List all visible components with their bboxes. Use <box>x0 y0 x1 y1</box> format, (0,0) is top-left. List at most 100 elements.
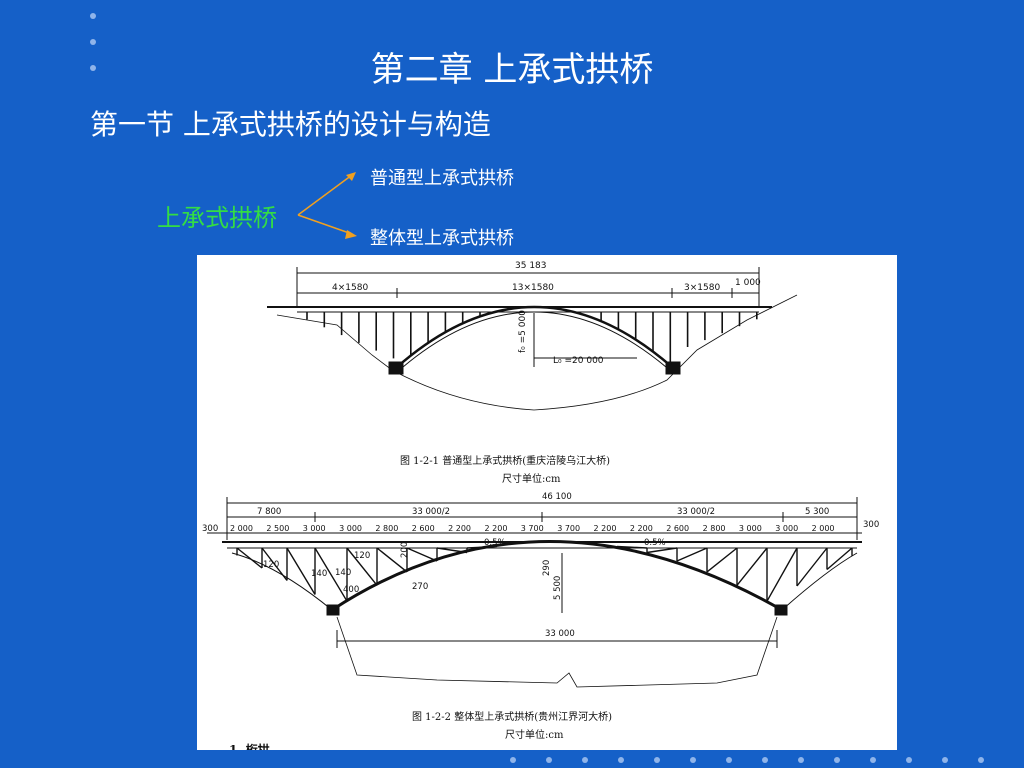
branch-label-integral: 整体型上承式拱桥 <box>370 228 514 249</box>
dim-total-label: 46 100 <box>542 492 572 502</box>
member-label: 140 <box>311 569 327 579</box>
decor-dot <box>90 39 96 45</box>
decor-dot <box>690 757 696 763</box>
panel-dim-label: 2 600 <box>412 524 435 533</box>
decor-dot <box>546 757 552 763</box>
decor-dot <box>798 757 804 763</box>
panel-dim-label: 3 000 <box>339 524 362 533</box>
figure2-panel-labels: 2 000 2 500 3 000 3 000 2 800 2 600 2 200 2 200… <box>230 524 835 533</box>
truss-diagonal <box>796 547 828 587</box>
decor-dot <box>510 757 516 763</box>
truss-lower-chord <box>231 552 858 611</box>
figure2-unit: 尺寸单位:cm <box>505 730 564 741</box>
abutment-right <box>774 604 788 616</box>
dim-middle-label: 13×1580 <box>512 283 554 293</box>
abutment-left <box>326 604 340 616</box>
dim-left-end-label: 7 800 <box>257 507 281 517</box>
branch-root-label: 上承式拱桥 <box>157 204 277 232</box>
panel-dim-label: 2 200 <box>485 524 508 533</box>
dim-right-end-label: 5 300 <box>805 507 829 517</box>
panel-dim-label: 2 200 <box>630 524 653 533</box>
member-label: 140 <box>335 568 351 578</box>
bridge-figure-panel: 35 183 4×1580 13×1580 3×1580 1 000 f₀ =5… <box>197 255 897 750</box>
decor-dot <box>978 757 984 763</box>
decor-dot <box>654 757 660 763</box>
arrowhead-upper <box>346 172 356 181</box>
truss-diagonal <box>376 547 408 573</box>
dim-edge-right-label: 300 <box>863 520 879 530</box>
member-label: 270 <box>412 582 428 592</box>
panel-dim-label: 2 200 <box>448 524 471 533</box>
slope-left-label: 0.5% <box>484 538 506 548</box>
arch-intrados <box>402 311 667 368</box>
valley-ground <box>336 616 778 688</box>
member-label: 120 <box>263 560 279 570</box>
decor-dot <box>870 757 876 763</box>
section-heading: 第一节 上承式拱桥的设计与构造 <box>90 108 491 141</box>
figure2-labels: 46 100 7 800 33 000/2 33 000/2 5 300 300… <box>202 492 879 639</box>
panel-dim-label: 2 800 <box>703 524 726 533</box>
truss-diagonal <box>646 547 678 554</box>
dim-half-right-label: 33 000/2 <box>677 507 715 517</box>
arrow-line-lower <box>297 214 353 235</box>
panel-dim-label: 2 200 <box>594 524 617 533</box>
decor-dot <box>90 13 96 19</box>
crown-label: 290 <box>542 560 552 576</box>
arch-rib <box>396 305 673 368</box>
figure1-caption: 图 1-2-1 普通型上承式拱桥(重庆涪陵乌江大桥) <box>400 456 611 467</box>
panel-dim-label: 3 000 <box>739 524 762 533</box>
truss-diagonal <box>286 547 316 595</box>
truss-diagonal <box>261 547 288 581</box>
dim-edge-left-label: 300 <box>202 524 218 534</box>
truss-diagonal <box>436 547 468 554</box>
truss-diagonal <box>314 547 348 602</box>
truss-diagonal <box>676 547 708 562</box>
span-label: 33 000 <box>545 629 575 639</box>
figure2-caption: 图 1-2-2 整体型上承式拱桥(贵州江界河大桥) <box>412 712 613 723</box>
decor-dot <box>90 65 96 71</box>
slide-title: 第二章 上承式拱桥 <box>370 50 654 90</box>
span-label: L₀ =20 000 <box>553 356 604 366</box>
abutment-right <box>665 361 681 375</box>
figure2-truss-members <box>236 545 853 602</box>
panel-dim-label: 3 000 <box>775 524 798 533</box>
slope-right-label: 0.5% <box>644 538 666 548</box>
figure1-labels: 35 183 4×1580 13×1580 3×1580 1 000 f₀ =5… <box>332 261 761 366</box>
panel-dim-label: 3 700 <box>557 524 580 533</box>
truss-diagonal <box>406 547 438 562</box>
decor-dot <box>726 757 732 763</box>
decor-dot <box>582 757 588 763</box>
member-label: 200 <box>400 542 410 558</box>
figure1-drawing <box>267 267 798 411</box>
panel-dim-label: 3 000 <box>303 524 326 533</box>
arrowhead-lower <box>345 230 357 239</box>
abutment-left <box>388 361 404 375</box>
panel-dim-label: 3 700 <box>521 524 544 533</box>
dim-right-label: 3×1580 <box>684 283 720 293</box>
truss-diagonal <box>616 545 648 549</box>
bridge-drawings: 35 183 4×1580 13×1580 3×1580 1 000 f₀ =5… <box>202 261 879 688</box>
dim-right-end-label: 1 000 <box>735 278 761 288</box>
next-item-label: 1. 桁拱 <box>229 743 270 750</box>
decor-dot <box>834 757 840 763</box>
member-label: 400 <box>343 585 359 595</box>
arrow-line-upper <box>297 174 353 216</box>
valley-ground <box>276 294 798 411</box>
branch-label-ordinary: 普通型上承式拱桥 <box>370 168 514 189</box>
panel-dim-label: 2 600 <box>666 524 689 533</box>
branch-arrows <box>297 172 357 239</box>
decor-dot <box>942 757 948 763</box>
dim-half-left-label: 33 000/2 <box>412 507 450 517</box>
truss-diagonal <box>706 547 738 573</box>
figure1-unit: 尺寸单位:cm <box>502 474 561 485</box>
decor-dot <box>906 757 912 763</box>
figure2-drawing <box>207 497 862 688</box>
dim-total-label: 35 183 <box>515 261 547 271</box>
panel-dim-label: 2 000 <box>230 524 253 533</box>
panel-dim-label: 2 800 <box>375 524 398 533</box>
panel-dim-label: 2 500 <box>266 524 289 533</box>
truss-diagonal <box>236 547 263 569</box>
truss-diagonal <box>736 547 768 586</box>
decor-dot <box>762 757 768 763</box>
panel-dim-label: 2 000 <box>812 524 835 533</box>
